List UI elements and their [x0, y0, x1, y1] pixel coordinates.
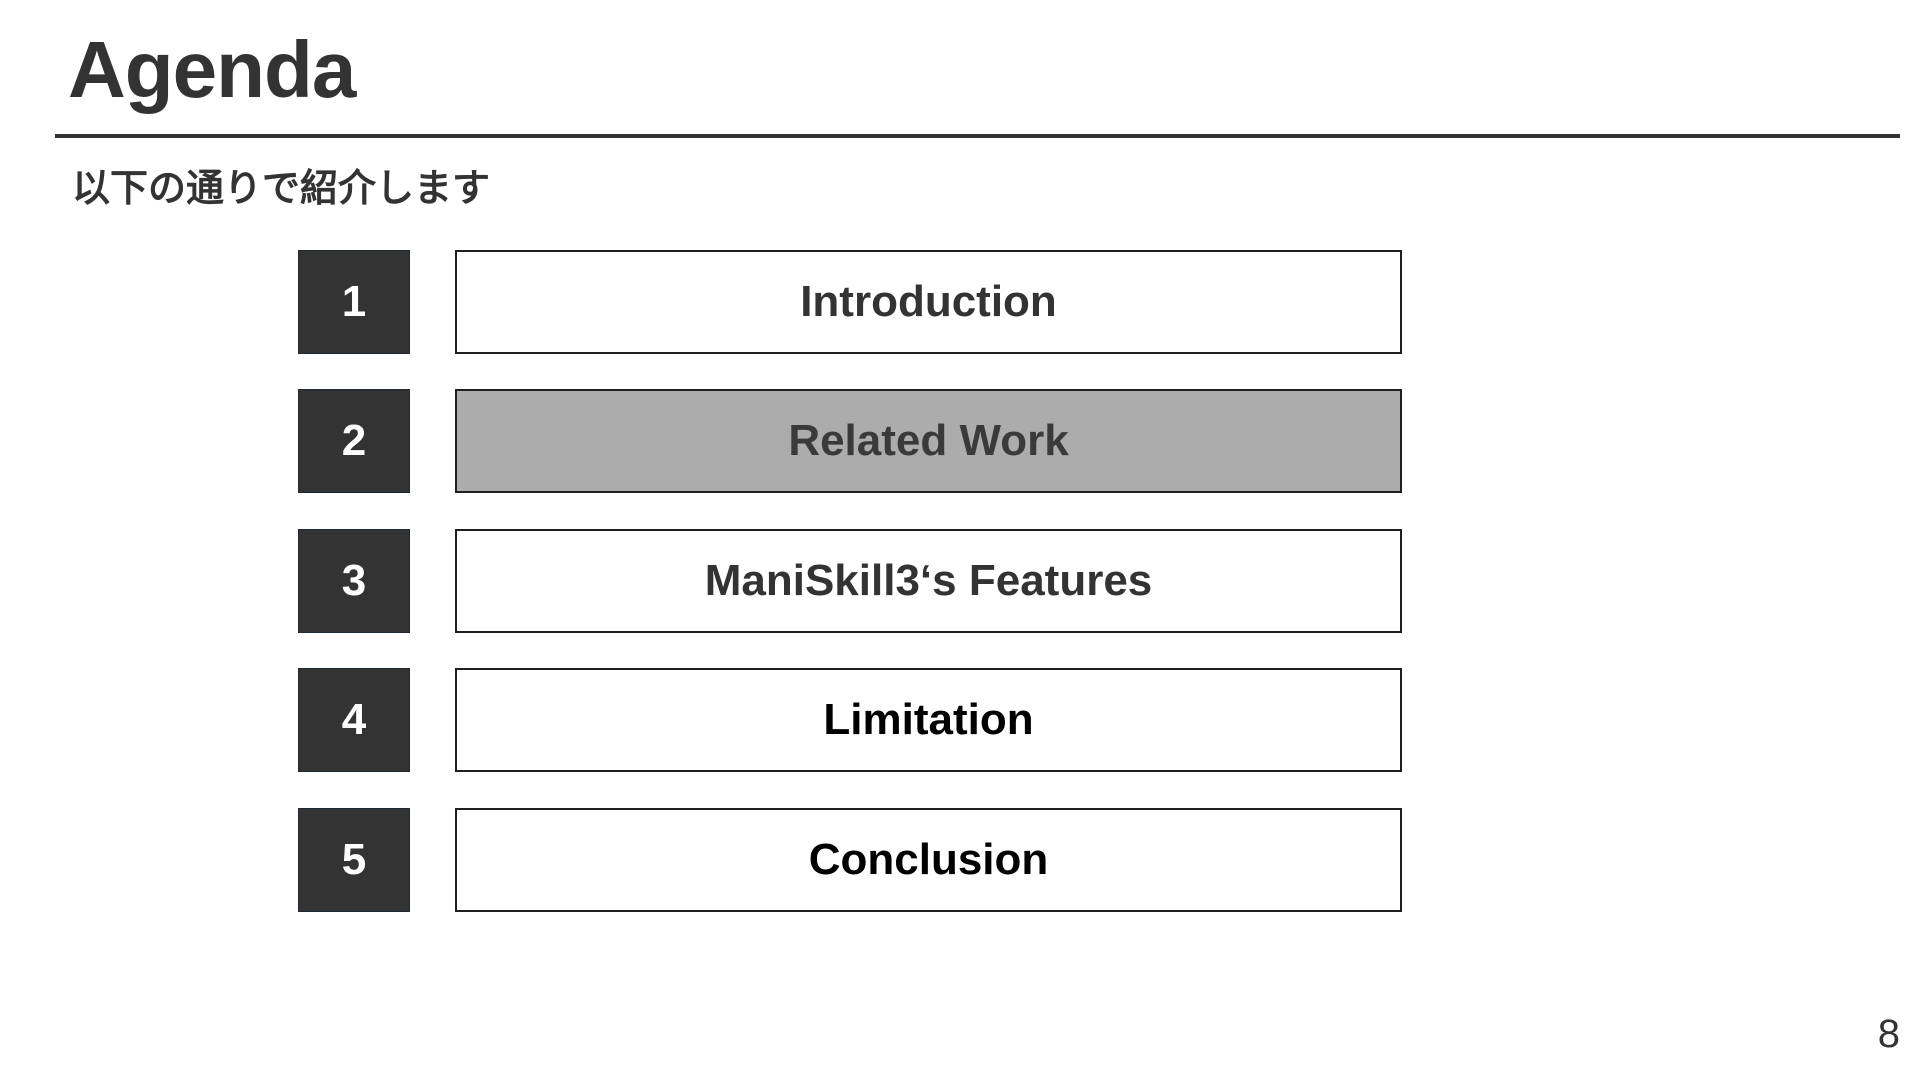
agenda-label-box: Limitation	[455, 668, 1402, 772]
title-divider	[55, 134, 1900, 138]
agenda-number-badge: 4	[298, 668, 410, 772]
agenda-label-box: Introduction	[455, 250, 1402, 354]
slide-subtitle: 以下の通りで紹介します	[72, 166, 491, 210]
agenda-label-box: Conclusion	[455, 808, 1402, 912]
agenda-number-badge: 2	[298, 389, 410, 493]
agenda-item-limitation: 4 Limitation	[298, 668, 1408, 772]
page-number: 8	[1877, 1012, 1900, 1056]
agenda-item-introduction: 1 Introduction	[298, 250, 1408, 354]
slide-title: Agenda	[68, 25, 356, 114]
agenda-label-box: ManiSkill3‘s Features	[455, 529, 1402, 633]
agenda-label-box-highlighted: Related Work	[455, 389, 1402, 493]
agenda-number-badge: 1	[298, 250, 410, 354]
agenda-item-related-work: 2 Related Work	[298, 389, 1408, 493]
agenda-item-features: 3 ManiSkill3‘s Features	[298, 529, 1408, 633]
agenda-item-conclusion: 5 Conclusion	[298, 808, 1408, 912]
agenda-number-badge: 3	[298, 529, 410, 633]
agenda-number-badge: 5	[298, 808, 410, 912]
